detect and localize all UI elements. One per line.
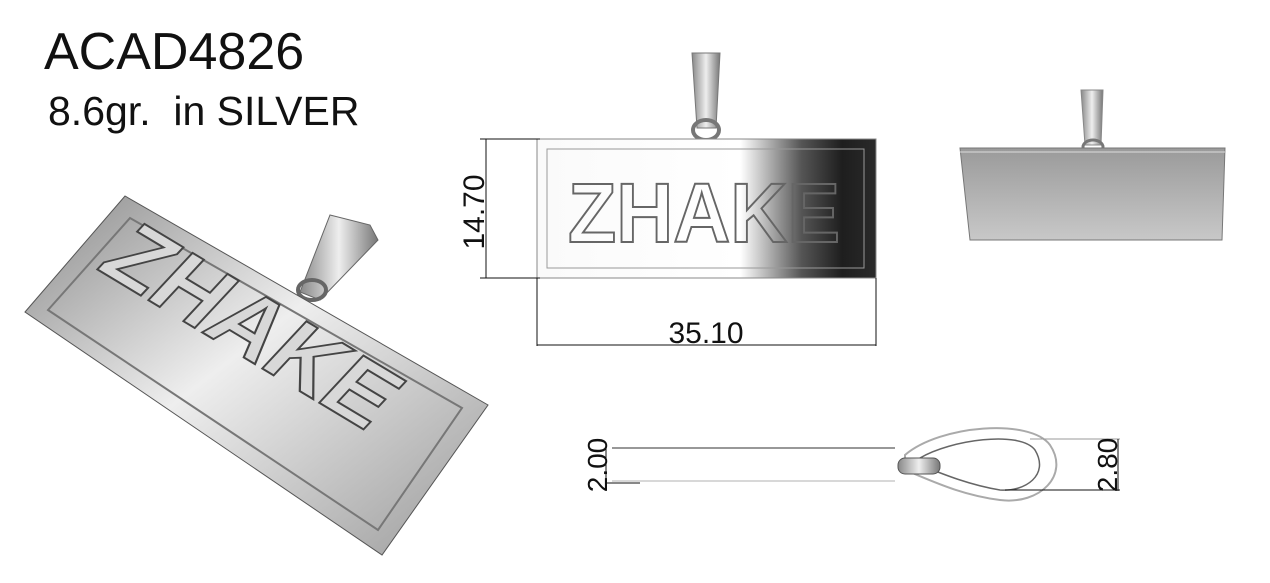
height-dimension: 14.70 (458, 174, 491, 249)
front-view: ZHAKE 14.70 35.10 (458, 52, 877, 350)
bail-thickness-dimension: 2.80 (1092, 438, 1123, 493)
side-view: 2.00 2.80 (582, 427, 1123, 502)
width-dimension: 35.10 (668, 317, 743, 350)
bail-side (897, 427, 1058, 502)
bail-front (691, 52, 721, 142)
back-view (959, 89, 1226, 241)
perspective-view: ZHAKE (24, 195, 489, 556)
engraving-front: ZHAKE (568, 166, 840, 260)
weight-material: 8.6gr. in SILVER (48, 88, 360, 134)
thickness-dimension: 2.00 (582, 438, 613, 493)
plate-front (536, 138, 877, 279)
plate-back (959, 147, 1226, 241)
plate-perspective (24, 195, 489, 556)
bail-perspective (296, 214, 379, 302)
product-code: ACAD4826 (44, 23, 305, 81)
